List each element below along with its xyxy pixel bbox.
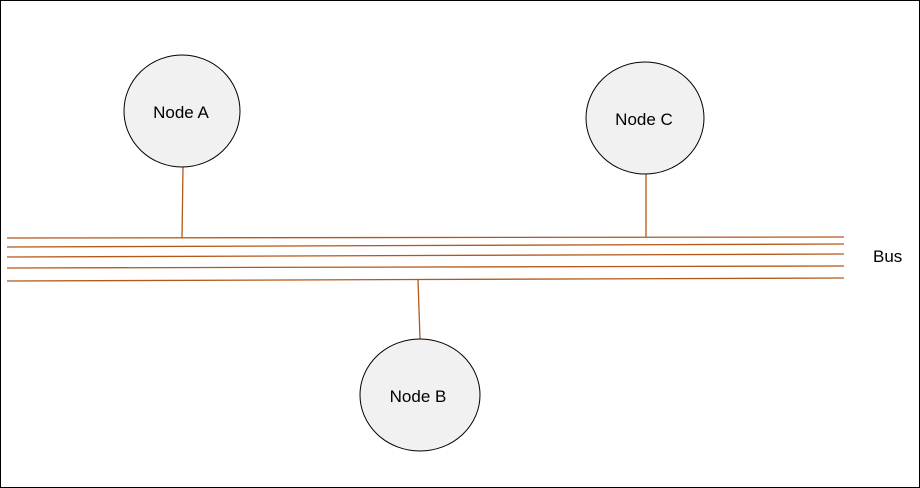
- node-a[interactable]: Node A: [123, 54, 241, 168]
- bus-lines: [6, 236, 845, 282]
- node-c-label: Node C: [615, 110, 673, 129]
- node-c-circle[interactable]: [585, 61, 705, 175]
- bus-line-4: [6, 265, 845, 269]
- node-a-label: Node A: [153, 103, 209, 122]
- bus-line-2: [6, 243, 845, 248]
- bus-line-3: [6, 253, 845, 258]
- connector-node-b: [417, 279, 421, 340]
- bus-label: Bus: [873, 247, 902, 266]
- node-a-circle[interactable]: [123, 54, 241, 168]
- bus-line-5: [6, 277, 845, 282]
- node-b[interactable]: Node B: [359, 338, 481, 452]
- node-b-label: Node B: [390, 387, 447, 406]
- node-c[interactable]: Node C: [585, 61, 705, 175]
- bus-line-1: [6, 236, 845, 239]
- node-b-circle[interactable]: [359, 338, 481, 452]
- connector-node-a: [181, 166, 184, 239]
